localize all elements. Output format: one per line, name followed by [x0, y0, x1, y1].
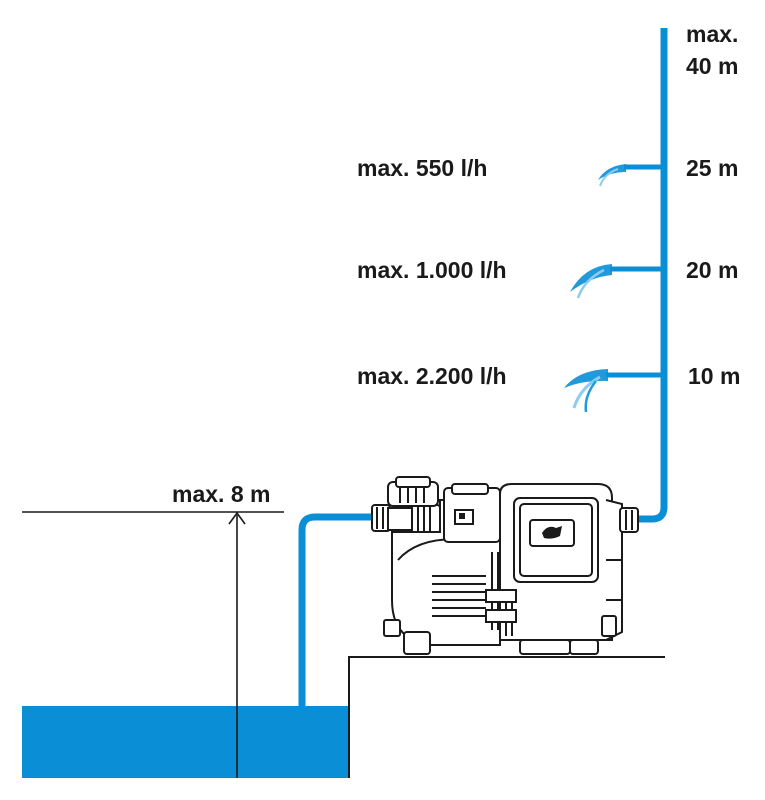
- water-spray-small: [598, 164, 626, 187]
- suction-pipe: [298, 513, 378, 708]
- flow-2200-label: max. 2.200 l/h: [357, 363, 507, 389]
- arrow-up-icon: [228, 511, 246, 778]
- max-height-value: 40 m: [686, 53, 738, 79]
- suction-height-label: max. 8 m: [172, 481, 270, 507]
- water-spray-large: [564, 369, 608, 413]
- level-25m-label: 25 m: [686, 155, 738, 181]
- flow-550-label: max. 550 l/h: [357, 155, 487, 181]
- max-height-word: max.: [686, 21, 738, 47]
- garden-pump-icon: [371, 476, 639, 655]
- level-10m-label: 10 m: [688, 363, 740, 389]
- pressure-pipe: [638, 28, 668, 523]
- flow-1000-label: max. 1.000 l/h: [357, 257, 507, 283]
- platform-outline: [348, 656, 665, 778]
- water-reservoir: [22, 706, 350, 778]
- level-20m-label: 20 m: [686, 257, 738, 283]
- water-spray-medium: [570, 264, 612, 299]
